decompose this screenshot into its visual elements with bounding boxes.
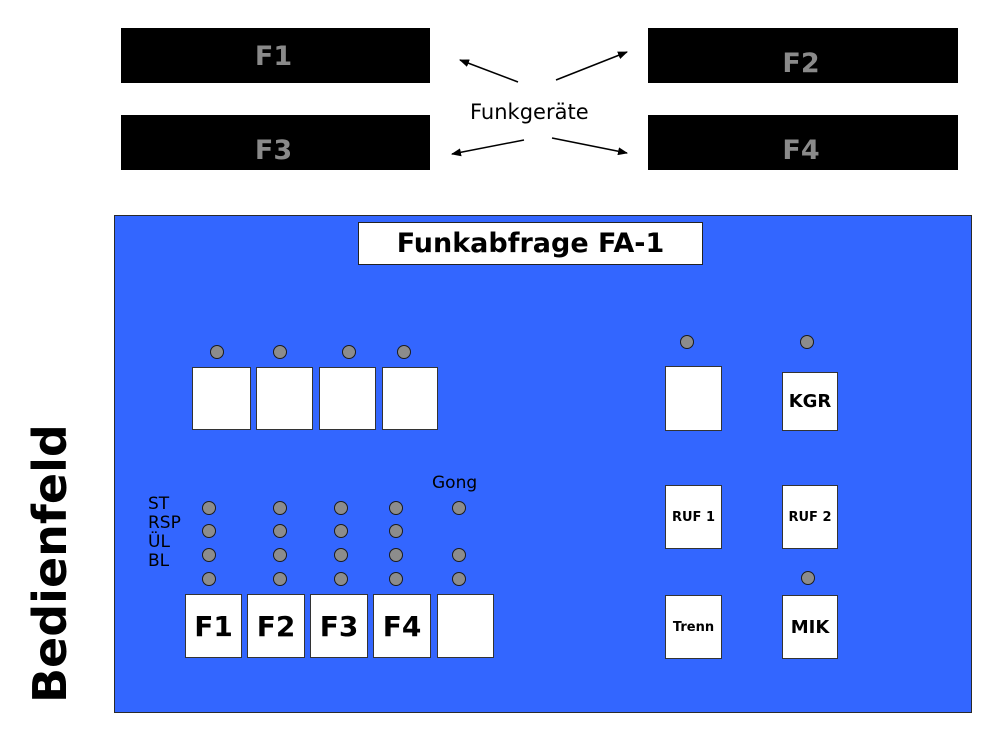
select-button-2[interactable] [256, 367, 313, 430]
led-st-f3 [334, 501, 348, 515]
channel-button-f4[interactable]: F4 [373, 594, 431, 658]
led-bl-f3 [334, 572, 348, 586]
led-rsp-f4 [389, 524, 403, 538]
radio-label-f1: F1 [254, 41, 293, 72]
led-ul-f4 [389, 548, 403, 562]
led-top-4 [397, 345, 411, 359]
radio-device-f3: F3 [121, 115, 430, 170]
led-st-f2 [273, 501, 287, 515]
radio-device-f2: F2 [648, 28, 958, 83]
control-panel [114, 215, 972, 713]
led-bl-f1 [202, 572, 216, 586]
channel-button-f1[interactable]: F1 [185, 594, 242, 658]
select-button-4[interactable] [382, 367, 438, 430]
radio-label-f4: F4 [782, 135, 820, 166]
mik-button[interactable]: MIK [782, 595, 838, 659]
led-top-1 [210, 345, 224, 359]
gong-button[interactable] [437, 594, 494, 658]
arrow-to-f2 [555, 51, 628, 81]
row-label-st: ST [148, 494, 170, 514]
arrow-to-f4 [551, 137, 628, 156]
led-ul-f3 [334, 548, 348, 562]
devices-label: Funkgeräte [470, 100, 589, 124]
led-gong [452, 501, 466, 515]
led-top-3 [342, 345, 356, 359]
led-st-f1 [202, 501, 216, 515]
radio-label-f3: F3 [254, 135, 293, 166]
led-bl-f4 [389, 572, 403, 586]
channel-button-f2[interactable]: F2 [247, 594, 305, 658]
trenn-button[interactable]: Trenn [665, 595, 722, 659]
arrow-to-f1 [459, 59, 519, 83]
led-gong-ul [452, 548, 466, 562]
kgr-button[interactable]: KGR [782, 372, 838, 431]
panel-title: Funkabfrage FA-1 [358, 222, 703, 265]
row-label-ul: ÜL [148, 532, 170, 552]
led-gong-bl [452, 572, 466, 586]
radio-device-f1: F1 [121, 28, 430, 83]
select-button-3[interactable] [319, 367, 376, 430]
led-mik [801, 571, 815, 585]
led-right-blank [680, 335, 694, 349]
led-rsp-f2 [273, 524, 287, 538]
blank-button[interactable] [665, 366, 722, 431]
row-label-rsp: RSP [148, 513, 181, 533]
led-top-2 [273, 345, 287, 359]
radio-device-f4: F4 [648, 115, 958, 170]
led-rsp-f1 [202, 524, 216, 538]
arrow-to-f3 [451, 139, 525, 157]
side-label: Bedienfeld [23, 424, 77, 703]
led-st-f4 [389, 501, 403, 515]
row-label-bl: BL [148, 551, 170, 571]
led-bl-f2 [273, 572, 287, 586]
gong-label: Gong [432, 473, 478, 493]
led-kgr [800, 335, 814, 349]
select-button-1[interactable] [192, 367, 251, 430]
ruf2-button[interactable]: RUF 2 [782, 485, 838, 549]
ruf1-button[interactable]: RUF 1 [665, 485, 722, 549]
radio-label-f2: F2 [782, 48, 820, 79]
led-ul-f2 [273, 548, 287, 562]
led-ul-f1 [202, 548, 216, 562]
channel-button-f3[interactable]: F3 [310, 594, 368, 658]
led-rsp-f3 [334, 524, 348, 538]
